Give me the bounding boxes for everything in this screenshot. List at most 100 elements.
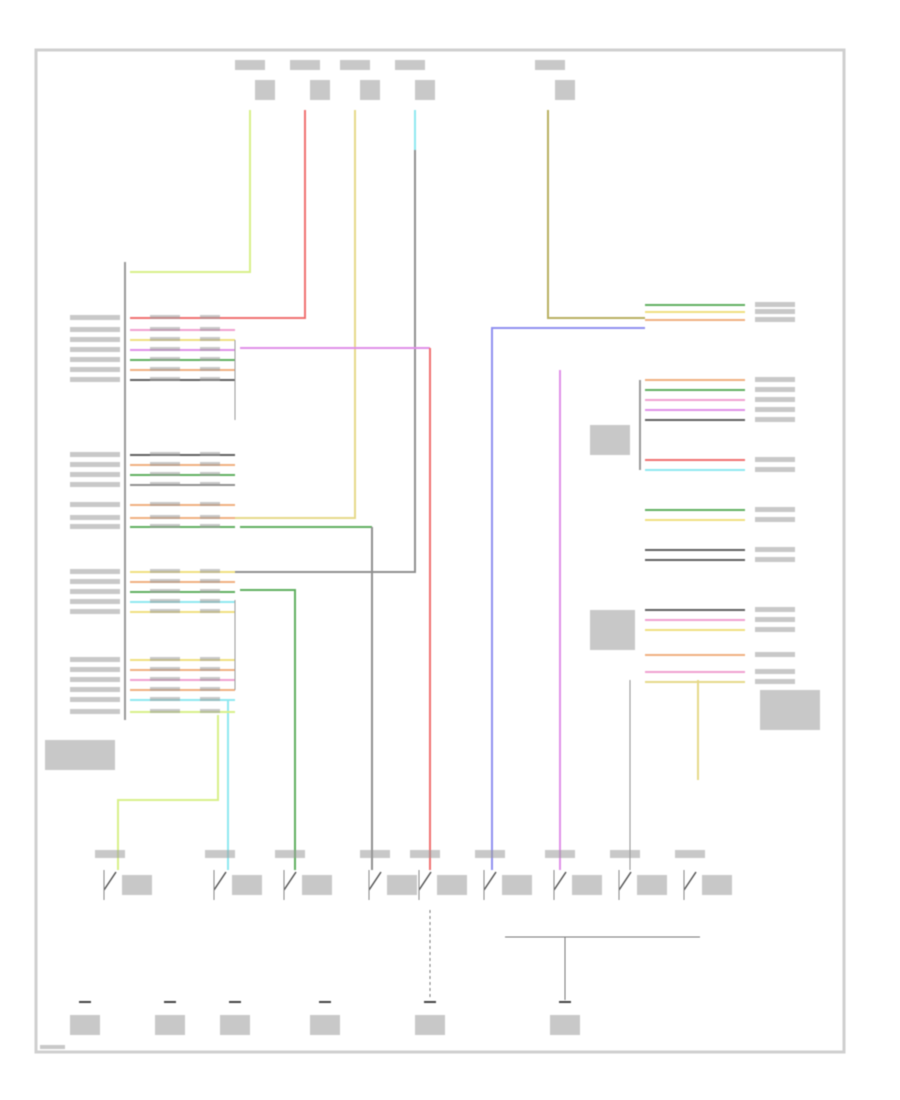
wire-tan bbox=[130, 110, 356, 519]
left-wire-code bbox=[150, 657, 180, 661]
left-wire-code bbox=[150, 452, 180, 456]
left-pin-label bbox=[70, 657, 120, 662]
right-pin-label bbox=[755, 627, 795, 632]
wire-yellow-green-down bbox=[117, 715, 219, 870]
left-pin-label bbox=[70, 472, 120, 477]
left-wire-code bbox=[150, 709, 180, 713]
left-wire-code bbox=[150, 697, 180, 701]
wire-green-down bbox=[240, 589, 296, 870]
left-pin-label bbox=[70, 502, 120, 507]
left-wire-code bbox=[150, 677, 180, 681]
left-pin-label bbox=[70, 337, 120, 342]
left-wire-code bbox=[150, 472, 180, 476]
right-pin-label bbox=[755, 557, 795, 562]
left-circuit-number bbox=[200, 579, 220, 583]
fuse-label bbox=[415, 80, 435, 100]
left-pin-label bbox=[70, 589, 120, 594]
switch-name-label bbox=[437, 875, 467, 895]
right-pin-label bbox=[755, 669, 795, 674]
left-circuit-number bbox=[200, 677, 220, 681]
left-wire-code bbox=[150, 609, 180, 613]
left-circuit-number bbox=[200, 367, 220, 371]
wires-group bbox=[117, 110, 745, 1000]
ground-label bbox=[415, 1015, 445, 1035]
right-pin-label bbox=[755, 607, 795, 612]
left-circuit-number bbox=[200, 327, 220, 331]
switch-wire-label bbox=[475, 850, 505, 858]
left-pin-label bbox=[70, 377, 120, 382]
left-pin-label bbox=[70, 327, 120, 332]
left-circuit-number bbox=[200, 502, 220, 506]
switch-wire-label bbox=[205, 850, 235, 858]
right-note-label bbox=[760, 690, 820, 730]
left-module-label bbox=[45, 740, 115, 770]
left-circuit-number bbox=[200, 515, 220, 519]
switch-name-label bbox=[502, 875, 532, 895]
switch-icon bbox=[368, 871, 382, 891]
left-wire-code bbox=[150, 347, 180, 351]
left-circuit-number bbox=[200, 315, 220, 319]
fuse-box-label bbox=[535, 60, 565, 70]
left-circuit-number bbox=[200, 452, 220, 456]
left-pin-label bbox=[70, 452, 120, 457]
fuse-box-label bbox=[235, 60, 265, 70]
switch-name-label bbox=[572, 875, 602, 895]
right-component-label-2 bbox=[590, 610, 635, 650]
left-wire-code bbox=[150, 515, 180, 519]
fuse-box-label bbox=[290, 60, 320, 70]
left-wire-code bbox=[150, 337, 180, 341]
fuse-box-label bbox=[395, 60, 425, 70]
left-wire-code bbox=[150, 502, 180, 506]
switch-icon bbox=[683, 871, 697, 891]
left-circuit-number bbox=[200, 472, 220, 476]
left-circuit-number bbox=[200, 482, 220, 486]
switch-icon bbox=[418, 871, 432, 891]
fuse-label bbox=[255, 80, 275, 100]
switch-icon bbox=[283, 871, 297, 891]
fuse-box-label bbox=[340, 60, 370, 70]
left-circuit-number bbox=[200, 377, 220, 381]
left-pin-label bbox=[70, 697, 120, 702]
right-pin-label bbox=[755, 507, 795, 512]
fuse-label bbox=[555, 80, 575, 100]
left-pin-label bbox=[70, 667, 120, 672]
left-circuit-number bbox=[200, 657, 220, 661]
left-circuit-number bbox=[200, 462, 220, 466]
fuse-label bbox=[310, 80, 330, 100]
wire-yellow-green-top bbox=[130, 110, 251, 273]
right-pin-label bbox=[755, 387, 795, 392]
left-circuit-number bbox=[200, 569, 220, 573]
ground-label bbox=[550, 1015, 580, 1035]
right-pin-label bbox=[755, 302, 795, 307]
left-pin-label bbox=[70, 482, 120, 487]
left-circuit-number bbox=[200, 687, 220, 691]
right-pin-label bbox=[755, 679, 795, 684]
wire-olive bbox=[547, 110, 645, 319]
left-wire-code bbox=[150, 599, 180, 603]
left-circuit-number bbox=[200, 524, 220, 528]
wire-blue bbox=[491, 327, 645, 870]
labels-group bbox=[40, 60, 820, 1049]
left-wire-code bbox=[150, 377, 180, 381]
left-pin-label bbox=[70, 515, 120, 520]
right-component-label bbox=[590, 425, 630, 455]
switch-name-label bbox=[637, 875, 667, 895]
switch-name-label bbox=[387, 875, 417, 895]
switch-wire-label bbox=[275, 850, 305, 858]
switch-wire-label bbox=[95, 850, 125, 858]
left-pin-label bbox=[70, 315, 120, 320]
right-pin-label bbox=[755, 652, 795, 657]
left-pin-label bbox=[70, 524, 120, 529]
left-wire-code bbox=[150, 367, 180, 371]
switch-icon bbox=[213, 871, 227, 891]
left-circuit-number bbox=[200, 589, 220, 593]
switch-icon bbox=[618, 871, 632, 891]
right-pin-label bbox=[755, 317, 795, 322]
left-circuit-number bbox=[200, 357, 220, 361]
left-wire-code bbox=[150, 589, 180, 593]
left-pin-label bbox=[70, 462, 120, 467]
fuse-label bbox=[360, 80, 380, 100]
left-pin-label bbox=[70, 687, 120, 692]
left-wire-code bbox=[150, 579, 180, 583]
